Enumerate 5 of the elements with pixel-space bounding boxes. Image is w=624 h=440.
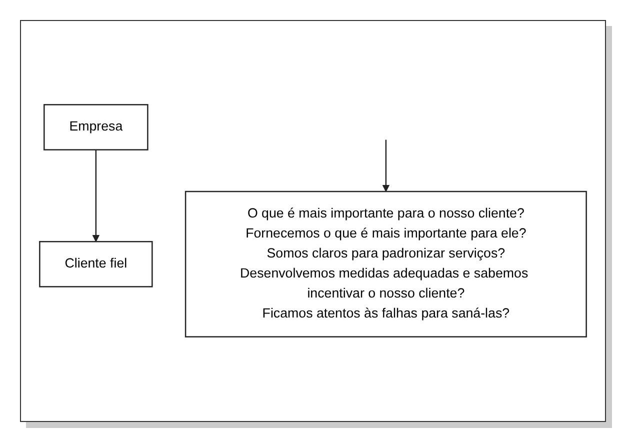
arrow — [92, 150, 100, 242]
node-box — [39, 241, 153, 288]
arrow — [382, 140, 390, 192]
node-box — [184, 191, 587, 338]
node-box — [44, 104, 148, 151]
